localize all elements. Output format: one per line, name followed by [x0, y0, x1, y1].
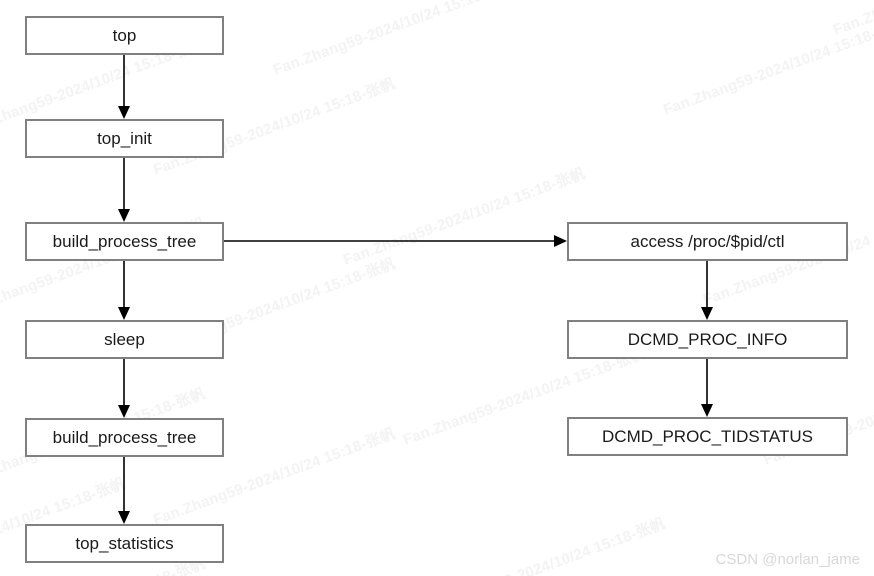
arrow-build_tree_2-to-top_statistics — [104, 437, 144, 544]
node-build_tree_1[interactable]: build_process_tree — [25, 222, 224, 261]
arrow-dcmd_proc_info-to-dcmd_tidstatus — [687, 339, 727, 437]
arrow-access_ctl-to-dcmd_proc_info — [687, 241, 727, 340]
watermark-text: Fan.Zhang59-2024/10/24 15:18-张帆 — [421, 515, 668, 576]
node-top_statistics[interactable]: top_statistics — [25, 524, 224, 563]
node-label: top — [112, 26, 137, 45]
node-dcmd_proc_info[interactable]: DCMD_PROC_INFO — [567, 320, 848, 359]
node-label: build_process_tree — [52, 232, 197, 251]
watermark-text: Fan.Zhang59-2024/10/24 15:18-张帆 — [661, 15, 874, 119]
node-label: access /proc/$pid/ctl — [630, 232, 785, 251]
watermark-text: Fan.Zhang59-2024/10/24 15:18-张帆 — [830, 0, 874, 40]
arrow-top-to-top_init — [104, 35, 144, 139]
csdn-credit: CSDN @norlan_jame — [715, 551, 860, 568]
arrow-top_init-to-build_tree_1 — [104, 138, 144, 242]
node-sleep[interactable]: sleep — [25, 320, 224, 359]
node-label: DCMD_PROC_TIDSTATUS — [602, 427, 813, 446]
node-access_ctl[interactable]: access /proc/$pid/ctl — [567, 222, 848, 261]
watermark-text: Fan.Zhang59-2024/10/24 15:18-张帆 — [271, 0, 518, 79]
arrow-build_tree_1-to-sleep — [104, 241, 144, 340]
node-build_tree_2[interactable]: build_process_tree — [25, 418, 224, 457]
node-label: DCMD_PROC_INFO — [627, 330, 788, 349]
node-label: top_statistics — [75, 534, 174, 553]
node-label: sleep — [104, 330, 145, 349]
arrow-sleep-to-build_tree_2 — [104, 339, 144, 438]
node-label: top_init — [97, 129, 152, 148]
node-top[interactable]: top — [25, 16, 224, 55]
node-top_init[interactable]: top_init — [25, 119, 224, 158]
arrow-build_tree_1-to-access_ctl — [204, 221, 587, 261]
node-label: build_process_tree — [52, 428, 197, 447]
node-dcmd_tidstatus[interactable]: DCMD_PROC_TIDSTATUS — [567, 417, 848, 456]
